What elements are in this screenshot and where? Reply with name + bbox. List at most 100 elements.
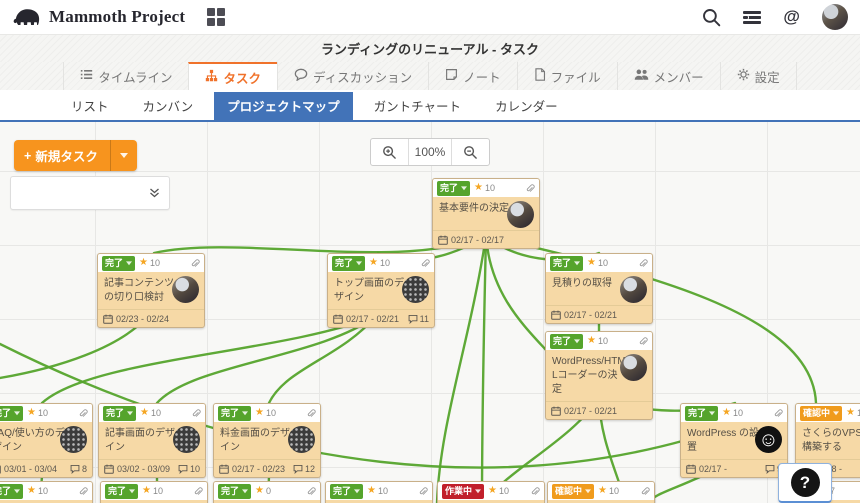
status-badge[interactable]: 完了 bbox=[685, 405, 719, 421]
status-badge[interactable]: 確認中 bbox=[800, 405, 843, 421]
priority-stars: ★ 10 bbox=[142, 486, 163, 497]
status-badge[interactable]: 完了 bbox=[218, 405, 252, 421]
status-badge[interactable]: 完了 bbox=[332, 255, 366, 271]
double-chevron-icon bbox=[150, 188, 159, 198]
view-tab-gantt[interactable]: ガントチャート bbox=[373, 100, 462, 114]
project-title: ランディングのリニューアル - タスク bbox=[321, 42, 539, 57]
brand[interactable]: Mammoth Project bbox=[12, 6, 185, 28]
task-card[interactable]: 完了 ★ 10 トップ画面のデザイン 02/17 - 02/21 11 bbox=[327, 253, 435, 328]
status-badge[interactable]: 完了 bbox=[550, 255, 584, 271]
task-card-partial[interactable]: 完了 ★ 10 bbox=[325, 481, 433, 503]
star-icon: ★ bbox=[255, 407, 264, 418]
task-title: 記事コンテンツの切り口検討 bbox=[104, 278, 174, 303]
status-badge[interactable]: 完了 bbox=[0, 405, 24, 421]
project-map-canvas[interactable]: + 新規タスク 100% ? 完了 bbox=[0, 122, 860, 503]
tab-files[interactable]: ファイル bbox=[516, 62, 617, 90]
calendar-icon bbox=[0, 464, 1, 474]
task-card-body: WordPress/HTMLコーダーの決定 bbox=[546, 350, 652, 401]
note-icon bbox=[445, 68, 458, 84]
status-label: 完了 bbox=[0, 407, 12, 418]
tab-tasks[interactable]: タスク bbox=[188, 62, 277, 90]
star-count: 10 bbox=[597, 258, 608, 268]
tab-timeline[interactable]: タイムライン bbox=[63, 62, 188, 90]
star-icon: ★ bbox=[139, 257, 148, 268]
tab-notes[interactable]: ノート bbox=[428, 62, 517, 90]
priority-stars: ★ 10 bbox=[846, 408, 860, 419]
chevron-down-icon bbox=[833, 410, 840, 415]
zoom-out-icon[interactable] bbox=[452, 139, 489, 165]
status-label: 完了 bbox=[553, 257, 572, 268]
priority-stars: ★ 10 bbox=[474, 183, 495, 194]
star-count: 10 bbox=[37, 486, 48, 496]
task-card[interactable]: 完了 ★ 10 WordPress/HTMLコーダーの決定 02/17 - 02… bbox=[545, 331, 653, 420]
comment-icon bbox=[765, 464, 775, 474]
attachment-icon bbox=[637, 258, 648, 269]
filter-select[interactable] bbox=[10, 176, 170, 210]
zoom-in-icon[interactable] bbox=[371, 139, 408, 165]
task-dates: 02/17 - 02/23 bbox=[232, 463, 286, 474]
status-badge[interactable]: 完了 bbox=[330, 483, 364, 499]
priority-stars: ★ 10 bbox=[587, 258, 608, 269]
task-card-partial[interactable]: 確認中 ★ 10 bbox=[547, 481, 655, 503]
priority-stars: ★ 10 bbox=[598, 486, 619, 497]
status-badge[interactable]: 完了 bbox=[0, 483, 24, 499]
task-dates: 03/02 - 03/09 bbox=[117, 463, 171, 474]
comment-indicator: 12 bbox=[293, 464, 315, 474]
view-tab-kanban[interactable]: カンバン bbox=[142, 100, 194, 114]
status-badge[interactable]: 完了 bbox=[437, 180, 471, 196]
view-tab-bar: リスト カンバン プロジェクトマップ ガントチャート カレンダー bbox=[0, 90, 860, 122]
task-card[interactable]: 完了 ★ 10 記事コンテンツの切り口検討 02/23 - 02/24 bbox=[97, 253, 205, 328]
status-badge[interactable]: 完了 bbox=[102, 255, 136, 271]
task-card[interactable]: 完了 ★ 10 基本要件の決定 02/17 - 02/17 bbox=[432, 178, 540, 249]
task-card-partial[interactable]: 完了 ★ 10 bbox=[100, 481, 208, 503]
task-card-partial[interactable]: 完了 ★ 10 bbox=[0, 481, 93, 503]
search-icon[interactable] bbox=[702, 8, 721, 27]
star-count: 10 bbox=[608, 486, 619, 496]
view-tab-calendar[interactable]: カレンダー bbox=[495, 100, 558, 114]
task-card-partial[interactable]: 完了 ★ 0 bbox=[213, 481, 321, 503]
task-card-partial[interactable]: 作業中 ★ 10 bbox=[437, 481, 545, 503]
help-button[interactable]: ? bbox=[778, 463, 832, 503]
user-avatar[interactable] bbox=[822, 4, 848, 30]
task-card-header: 完了 ★ 10 bbox=[433, 179, 539, 197]
view-tab-project-map[interactable]: プロジェクトマップ bbox=[214, 92, 353, 120]
status-badge[interactable]: 完了 bbox=[105, 483, 139, 499]
status-badge[interactable]: 完了 bbox=[550, 333, 584, 349]
task-card-header: 完了 ★ 10 bbox=[214, 404, 320, 422]
task-card-header: 完了 ★ 10 bbox=[328, 254, 434, 272]
task-card[interactable]: 完了 ★ 10 FAQ/使い方のデザイン 03/01 - 03/04 8 bbox=[0, 403, 93, 478]
status-badge[interactable]: 完了 bbox=[103, 405, 137, 421]
sitemap-icon bbox=[205, 69, 218, 85]
mention-icon[interactable]: @ bbox=[783, 7, 800, 26]
attachment-icon bbox=[529, 486, 540, 497]
new-task-dropdown-caret[interactable] bbox=[109, 140, 137, 171]
star-icon: ★ bbox=[488, 485, 497, 496]
task-card[interactable]: 完了 ★ 10 WordPress の設置 02/17 - 9 bbox=[680, 403, 788, 478]
tab-members[interactable]: メンバー bbox=[616, 62, 720, 90]
task-title: FAQ/使い方のデザイン bbox=[0, 428, 65, 453]
attachment-icon bbox=[192, 486, 203, 497]
header-actions: @ bbox=[702, 4, 848, 30]
attachment-icon bbox=[189, 258, 200, 269]
tab-settings[interactable]: 設定 bbox=[719, 62, 797, 90]
status-badge[interactable]: 確認中 bbox=[552, 483, 595, 499]
status-badge[interactable]: 作業中 bbox=[442, 483, 485, 499]
star-icon: ★ bbox=[255, 485, 264, 496]
task-card[interactable]: 完了 ★ 10 記事画面のデザイン 03/02 - 03/09 10 bbox=[98, 403, 206, 478]
apps-grid-icon[interactable] bbox=[207, 8, 226, 26]
activity-feed-icon[interactable] bbox=[743, 10, 762, 24]
new-task-button[interactable]: + 新規タスク bbox=[14, 140, 137, 171]
star-icon: ★ bbox=[587, 335, 596, 346]
task-card-header: 作業中 ★ 10 bbox=[438, 482, 544, 500]
chevron-down-icon bbox=[14, 488, 21, 493]
status-label: 完了 bbox=[335, 257, 354, 268]
status-label: 完了 bbox=[440, 182, 459, 193]
tab-discussion[interactable]: ディスカッション bbox=[276, 62, 428, 90]
chevron-down-icon bbox=[242, 488, 249, 493]
task-card[interactable]: 完了 ★ 10 料金画面のデザイン 02/17 - 02/23 12 bbox=[213, 403, 321, 478]
task-card[interactable]: 完了 ★ 10 見積りの取得 02/17 - 02/21 bbox=[545, 253, 653, 324]
view-tab-list[interactable]: リスト bbox=[71, 100, 109, 114]
task-dates: 02/17 - 02/21 bbox=[564, 405, 618, 416]
status-badge[interactable]: 完了 bbox=[218, 483, 252, 499]
